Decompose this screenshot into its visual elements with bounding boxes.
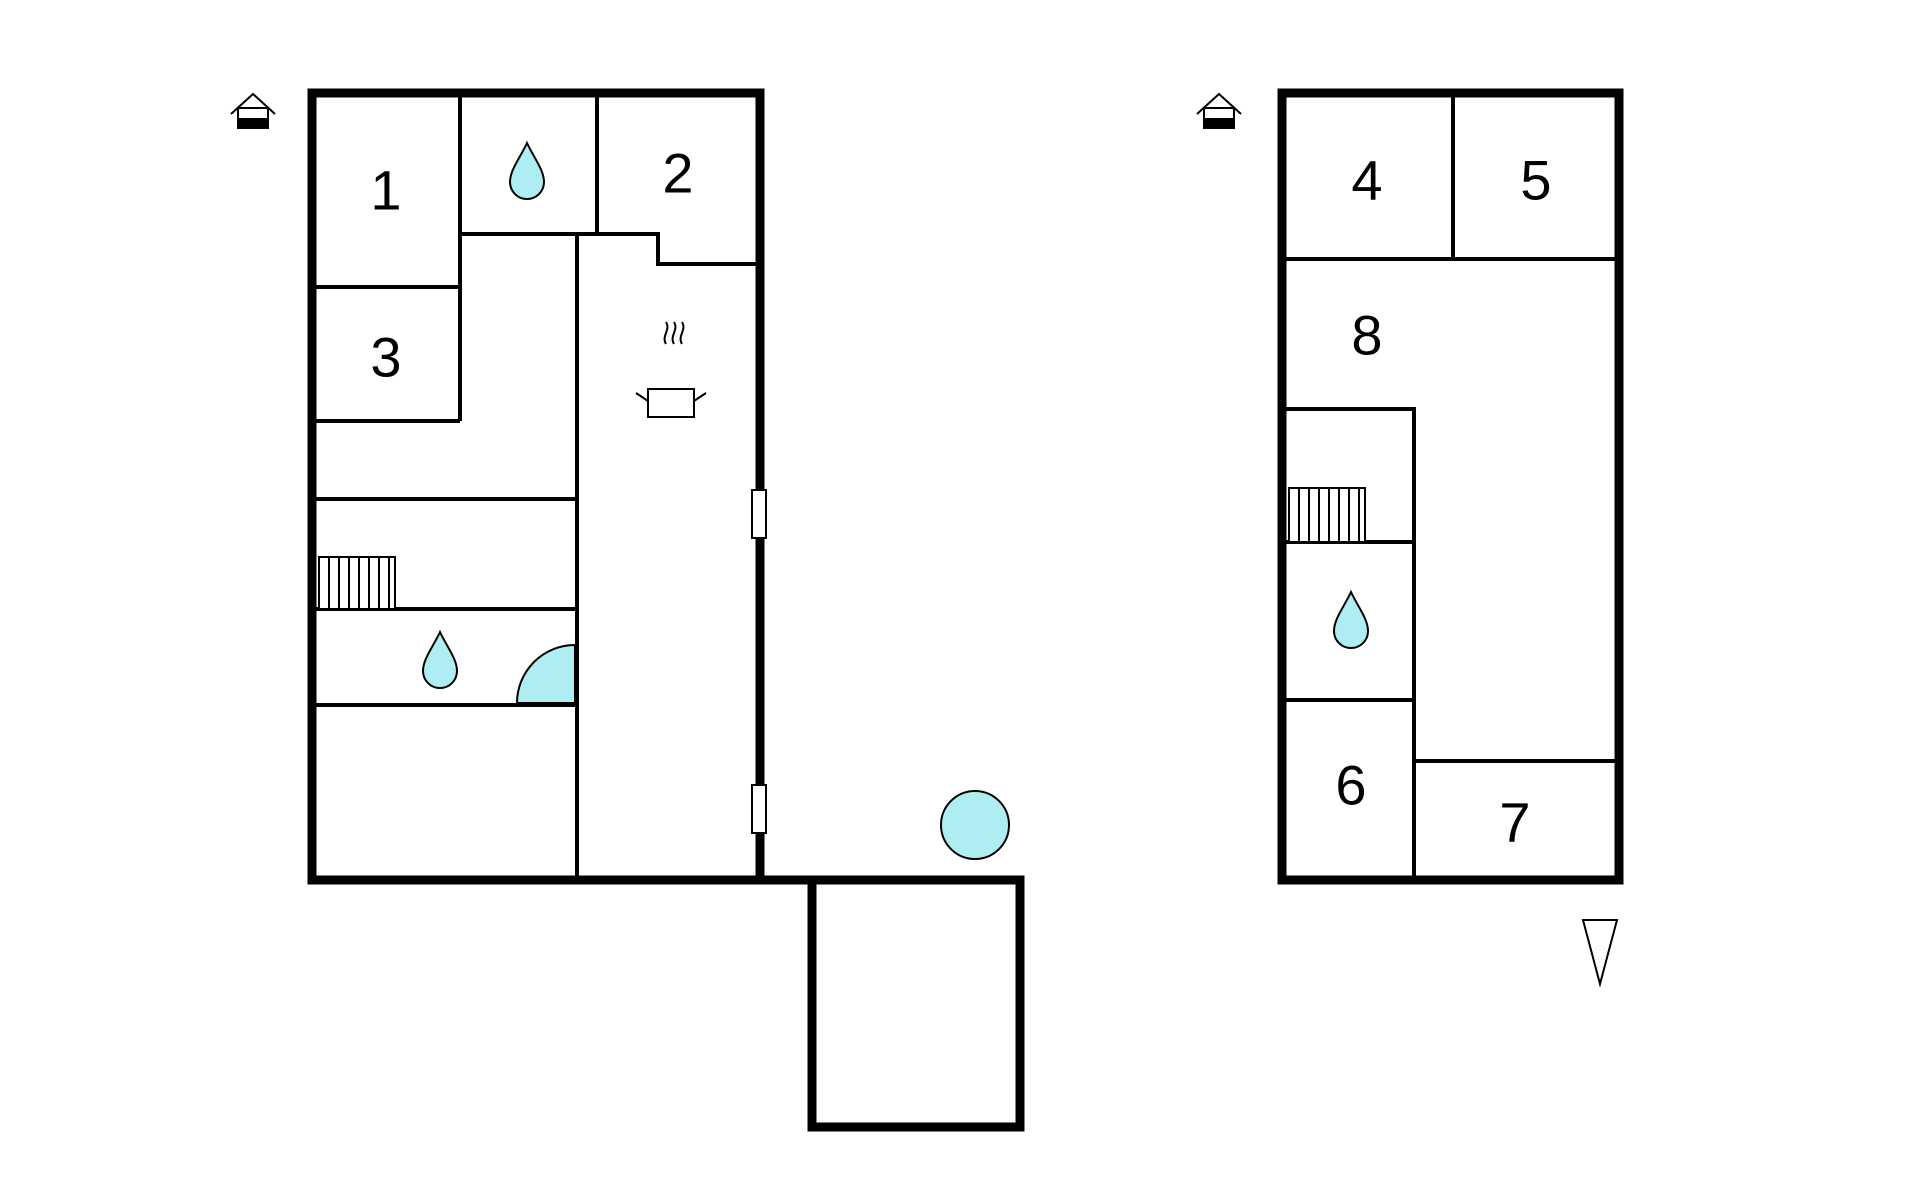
ground-floor-interior-walls <box>312 93 760 880</box>
home-icon <box>1196 92 1242 129</box>
room-7-label: 7 <box>1499 791 1530 854</box>
north-arrow-icon <box>1581 919 1619 988</box>
stairs-icon <box>318 556 396 610</box>
door-icon[interactable] <box>751 784 767 834</box>
door-icon[interactable] <box>751 489 767 539</box>
upper-floor-plan: 4 5 8 6 7 <box>1196 88 1624 988</box>
room-8-label: 8 <box>1351 304 1382 367</box>
water-drop-icon <box>421 629 459 689</box>
pool-icon <box>940 790 1010 860</box>
home-icon <box>230 92 276 129</box>
upper-floor-interior-walls <box>1282 93 1619 880</box>
water-drop-icon <box>508 140 546 200</box>
room-4-label: 4 <box>1351 149 1382 212</box>
room-1-label: 1 <box>370 159 401 222</box>
terrace-annex-wall <box>760 875 1025 1132</box>
room-6-label: 6 <box>1335 754 1366 817</box>
water-drop-icon <box>1332 589 1370 649</box>
room-3-label: 3 <box>370 326 401 389</box>
room-5-label: 5 <box>1520 149 1551 212</box>
cooking-pot-icon <box>635 321 707 418</box>
ground-floor-plan: 1 2 3 <box>230 88 1025 1132</box>
shower-icon <box>515 643 576 704</box>
ground-floor-outer-wall <box>307 88 765 885</box>
stairs-icon <box>1288 487 1366 543</box>
room-2-label: 2 <box>662 142 693 205</box>
upper-floor-outer-wall <box>1277 88 1624 885</box>
